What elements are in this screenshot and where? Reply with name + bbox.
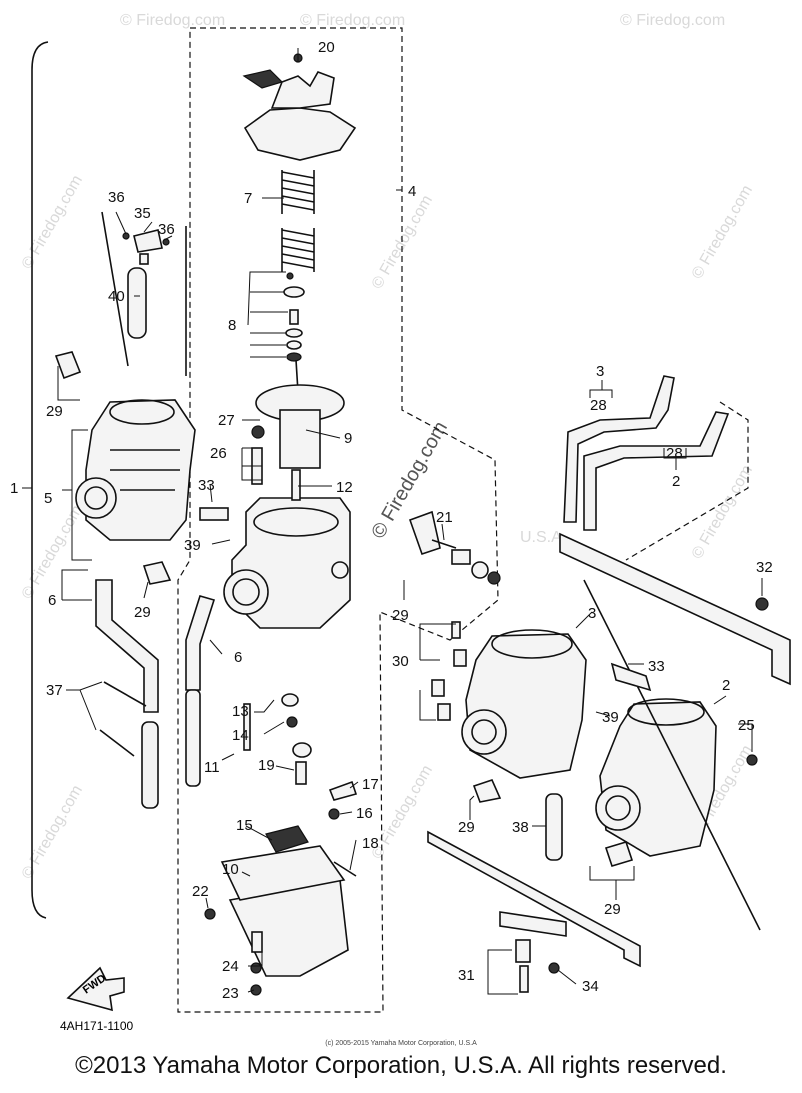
exploded-group-outline bbox=[177, 27, 499, 1013]
callout-2-top: 2 bbox=[672, 473, 680, 490]
top-cover bbox=[242, 53, 357, 161]
small-copyright: (c) 2005-2015 Yamaha Motor Corporation, … bbox=[325, 1040, 477, 1047]
callouts: 20 7 4 8 9 27 26 12 36 35 36 40 29 1 5 3… bbox=[10, 39, 773, 1002]
callout-29-right-bottom: 29 bbox=[604, 901, 621, 918]
callout-22: 22 bbox=[192, 883, 209, 900]
diagram-code: 4AH171-1100 bbox=[60, 1019, 133, 1033]
callout-30: 30 bbox=[392, 653, 409, 670]
callout-11: 11 bbox=[204, 759, 220, 776]
callout-37: 37 bbox=[46, 682, 63, 699]
watermark-text: © Firedog.com bbox=[120, 12, 225, 29]
spring bbox=[281, 170, 315, 272]
callout-39-left: 39 bbox=[184, 537, 201, 554]
callout-24: 24 bbox=[222, 958, 239, 975]
callout-5: 5 bbox=[44, 490, 52, 507]
diaphragm-piston bbox=[255, 384, 345, 469]
callout-14: 14 bbox=[232, 727, 249, 744]
callout-33-right: 33 bbox=[648, 658, 665, 675]
watermark-text: © Firedog.com bbox=[689, 182, 756, 282]
callout-8: 8 bbox=[228, 317, 236, 334]
callout-39-right: 39 bbox=[602, 709, 619, 726]
callout-35: 35 bbox=[134, 205, 151, 222]
callout-19: 19 bbox=[258, 757, 275, 774]
callout-13: 13 bbox=[232, 703, 249, 720]
watermark-text: © Firedog.com bbox=[689, 462, 756, 562]
callout-6-left: 6 bbox=[48, 592, 56, 609]
carb-body-center bbox=[223, 469, 351, 629]
needle-set bbox=[283, 272, 305, 393]
right-hoses bbox=[545, 375, 749, 861]
callout-32: 32 bbox=[756, 559, 773, 576]
carburetor-right-2 bbox=[595, 698, 717, 857]
callout-29-right-mid: 29 bbox=[458, 819, 475, 836]
callout-38: 38 bbox=[512, 819, 529, 836]
pilot-screw-set bbox=[408, 510, 501, 585]
watermark-text: © Firedog.com bbox=[19, 782, 86, 882]
callout-25: 25 bbox=[738, 717, 755, 734]
float-bowl bbox=[220, 825, 349, 977]
callout-4: 4 bbox=[408, 183, 416, 200]
callout-17: 17 bbox=[362, 776, 379, 793]
watermark-text: © Firedog.com bbox=[369, 762, 436, 862]
right-bars bbox=[427, 532, 791, 968]
callout-36-left: 36 bbox=[108, 189, 125, 206]
watermark-text: © Firedog.com bbox=[19, 172, 86, 272]
callout-6-center: 6 bbox=[234, 649, 242, 666]
callout-10: 10 bbox=[222, 861, 239, 878]
leader-lines bbox=[22, 48, 763, 995]
callout-36-right: 36 bbox=[158, 221, 175, 238]
callout-15: 15 bbox=[236, 817, 253, 834]
watermark-text: © Firedog.com bbox=[19, 502, 86, 602]
callout-16: 16 bbox=[356, 805, 373, 822]
callout-21: 21 bbox=[436, 509, 453, 526]
callout-29-left-mid: 29 bbox=[134, 604, 151, 621]
callout-28-top: 28 bbox=[590, 397, 607, 414]
callout-26: 26 bbox=[210, 445, 227, 462]
callout-40: 40 bbox=[108, 288, 125, 305]
callout-28-bottom: 28 bbox=[666, 445, 683, 462]
callout-31: 31 bbox=[458, 967, 475, 984]
callout-20: 20 bbox=[318, 39, 335, 56]
callout-1: 1 bbox=[10, 480, 18, 497]
watermark-text: © Firedog.com bbox=[620, 12, 725, 29]
callout-7: 7 bbox=[244, 190, 252, 207]
carburetor-right-1 bbox=[461, 629, 587, 779]
watermark-usa: U.S.A bbox=[520, 529, 562, 546]
callout-12: 12 bbox=[336, 479, 353, 496]
callout-18: 18 bbox=[362, 835, 379, 852]
callout-29-center: 29 bbox=[392, 607, 409, 624]
left-vent-tubes bbox=[95, 267, 216, 809]
callout-33-left: 33 bbox=[198, 477, 215, 494]
callout-27: 27 bbox=[218, 412, 235, 429]
callout-2-right: 2 bbox=[722, 677, 730, 694]
assembly-bracket bbox=[31, 41, 49, 919]
copyright-notice: ©2013 Yamaha Motor Corporation, U.S.A. A… bbox=[75, 1052, 727, 1079]
forward-arrow: FWD bbox=[66, 966, 125, 1012]
callout-3-top: 3 bbox=[596, 363, 604, 380]
callout-34: 34 bbox=[582, 978, 599, 995]
left-clips-fittings bbox=[54, 211, 187, 585]
callout-3-right: 3 bbox=[588, 605, 596, 622]
carburetor-left bbox=[75, 399, 196, 541]
callout-23: 23 bbox=[222, 985, 239, 1002]
watermark-text: © Firedog.com bbox=[300, 12, 405, 29]
right-hardware bbox=[431, 597, 769, 993]
callout-29-left-top: 29 bbox=[46, 403, 63, 420]
callout-9: 9 bbox=[344, 430, 352, 447]
